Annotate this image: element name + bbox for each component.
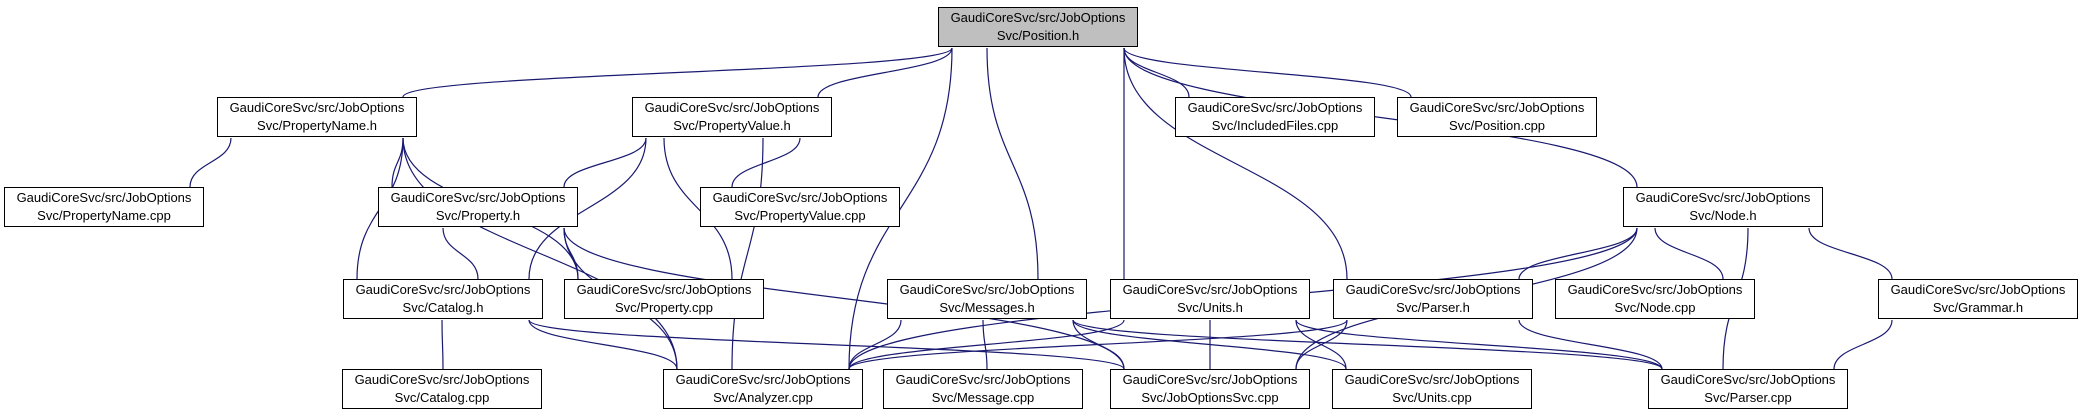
- edge-analyzer-cpp-to-messages-h: [848, 319, 902, 370]
- edge-parser-h-to-node-h: [1518, 227, 1638, 280]
- edge-position-cpp-to-position-h: [1123, 47, 1412, 98]
- node-label: GaudiCoreSvc/src/JobOptions: [1890, 282, 2066, 297]
- node-label: GaudiCoreSvc/src/JobOptions: [1122, 372, 1298, 387]
- edge-joboptionssvc-cpp-to-catalog-h: [528, 319, 1125, 370]
- node-label: GaudiCoreSvc/src/JobOptions: [899, 282, 1075, 297]
- node-label: GaudiCoreSvc/src/JobOptions: [1345, 282, 1521, 297]
- node-label: Svc/JobOptionsSvc.cpp: [1141, 390, 1279, 405]
- edge-parser-h-to-position-h: [1123, 47, 1348, 280]
- node-label: Svc/PropertyValue.cpp: [734, 208, 866, 223]
- edge-propertyvalue-cpp-to-propertyvalue-h: [731, 137, 801, 188]
- edge-catalog-h-to-propertyvalue-h: [528, 137, 647, 280]
- node-label: GaudiCoreSvc/src/JobOptions: [644, 100, 820, 115]
- edge-messages-h-to-position-h: [986, 47, 1039, 280]
- edge-analyzer-cpp-to-position-h: [848, 47, 953, 370]
- node-label: GaudiCoreSvc/src/JobOptions: [354, 372, 530, 387]
- node-label: GaudiCoreSvc/src/JobOptions: [675, 372, 851, 387]
- node-label: Svc/IncludedFiles.cpp: [1211, 118, 1339, 133]
- node-label: GaudiCoreSvc/src/JobOptions: [1635, 190, 1811, 205]
- edge-property-cpp-to-propertyvalue-h: [663, 137, 733, 280]
- edge-catalog-h-to-property-h: [442, 227, 479, 280]
- edge-analyzer-cpp-to-catalog-h: [528, 319, 678, 370]
- edge-analyzer-cpp-to-propertyvalue-h: [731, 137, 764, 370]
- node-label: Svc/Message.cpp: [931, 390, 1035, 405]
- node-label: Svc/Catalog.cpp: [394, 390, 490, 405]
- node-label: Svc/Position.cpp: [1448, 118, 1546, 133]
- edge-node-cpp-to-node-h: [1654, 227, 1724, 280]
- node-label: Svc/PropertyName.h: [257, 118, 377, 133]
- edge-analyzer-cpp-to-units-h: [848, 319, 1125, 370]
- edge-parser-cpp-to-grammar-h: [1833, 319, 1893, 370]
- edge-node-h-to-position-h: [1123, 47, 1638, 188]
- node-label: Svc/Property.cpp: [614, 300, 714, 315]
- node-label: Svc/Grammar.h: [1932, 300, 2024, 315]
- edge-parser-cpp-to-units-h: [1295, 319, 1663, 370]
- node-label: GaudiCoreSvc/src/JobOptions: [1344, 372, 1520, 387]
- node-label: GaudiCoreSvc/src/JobOptions: [1187, 100, 1363, 115]
- node-label: Svc/Units.h: [1177, 300, 1243, 315]
- node-label: GaudiCoreSvc/src/JobOptions: [229, 100, 405, 115]
- edge-joboptionssvc-cpp-to-property-h: [563, 227, 1125, 370]
- node-label: Svc/Node.h: [1689, 208, 1757, 223]
- node-label: GaudiCoreSvc/src/JobOptions: [895, 372, 1071, 387]
- edge-parser-cpp-to-messages-h: [1072, 319, 1663, 370]
- node-label: Svc/Catalog.h: [402, 300, 484, 315]
- edge-grammar-h-to-node-h: [1808, 227, 1893, 280]
- node-label: Svc/Parser.cpp: [1704, 390, 1792, 405]
- edge-analyzer-cpp-to-propertyname-h: [402, 137, 678, 370]
- node-label: Svc/Node.cpp: [1614, 300, 1696, 315]
- edge-analyzer-cpp-to-parser-h: [848, 319, 1348, 370]
- node-label: Svc/Position.h: [996, 28, 1080, 43]
- node-label: GaudiCoreSvc/src/JobOptions: [1122, 282, 1298, 297]
- node-label: Svc/PropertyValue.h: [673, 118, 791, 133]
- node-label: Svc/Analyzer.cpp: [713, 390, 813, 405]
- node-label: Svc/Messages.h: [939, 300, 1035, 315]
- node-label: GaudiCoreSvc/src/JobOptions: [950, 10, 1126, 25]
- edge-catalog-cpp-to-catalog-h: [441, 319, 444, 370]
- edge-propertyvalue-h-to-position-h: [817, 47, 953, 98]
- node-label: GaudiCoreSvc/src/JobOptions: [1409, 100, 1585, 115]
- node-label: GaudiCoreSvc/src/JobOptions: [1660, 372, 1836, 387]
- edge-propertyname-h-to-position-h: [402, 47, 953, 98]
- node-label: Svc/Units.cpp: [1392, 390, 1472, 405]
- edge-propertyname-cpp-to-propertyname-h: [189, 137, 232, 188]
- node-label: GaudiCoreSvc/src/JobOptions: [576, 282, 752, 297]
- edge-joboptionssvc-cpp-to-parser-h: [1295, 319, 1348, 370]
- edge-parser-cpp-to-parser-h: [1518, 319, 1663, 370]
- node-label: GaudiCoreSvc/src/JobOptions: [390, 190, 566, 205]
- node-label: GaudiCoreSvc/src/JobOptions: [1567, 282, 1743, 297]
- node-label: GaudiCoreSvc/src/JobOptions: [355, 282, 531, 297]
- edge-property-h-to-propertyvalue-h: [563, 137, 647, 188]
- node-label: GaudiCoreSvc/src/JobOptions: [16, 190, 192, 205]
- node-label: Svc/PropertyName.cpp: [37, 208, 171, 223]
- node-label: Svc/Property.h: [435, 208, 521, 223]
- node-label: Svc/Parser.h: [1396, 300, 1470, 315]
- node-label: GaudiCoreSvc/src/JobOptions: [712, 190, 888, 205]
